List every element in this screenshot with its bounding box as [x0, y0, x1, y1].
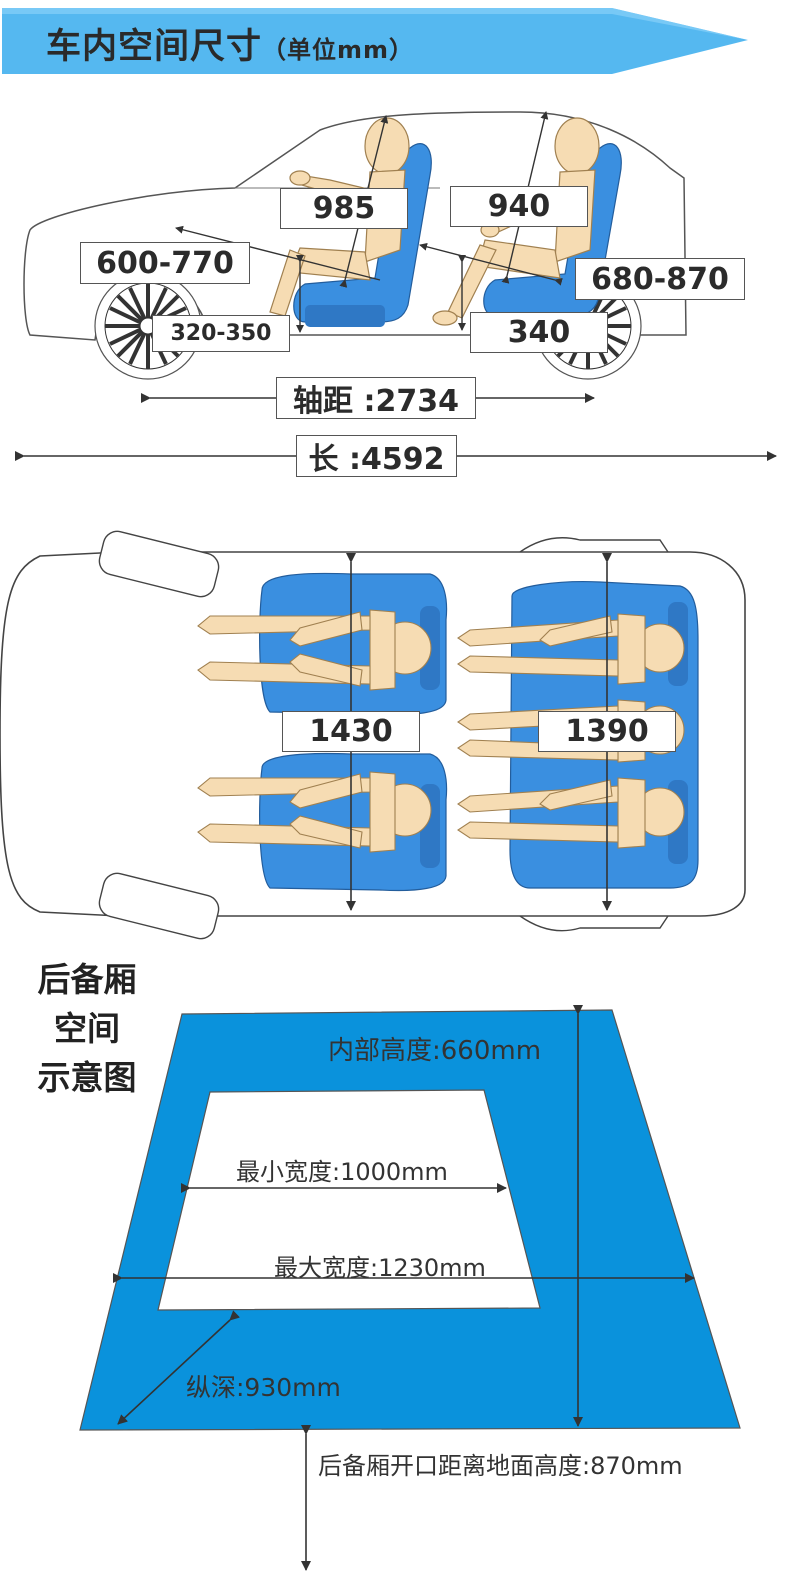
trunk-min-width-label: 最小宽度:1000mm — [236, 1158, 448, 1186]
trunk-inner-height-label: 内部高度:660mm — [328, 1036, 542, 1066]
title-main: 车内空间尺寸 — [46, 27, 263, 67]
trunk-title-line-2: 空间 — [54, 1009, 120, 1048]
length-label: 长 :4592 — [296, 435, 457, 477]
front-seat-height-label: 320-350 — [152, 315, 290, 352]
wheelbase-label: 轴距 :2734 — [276, 377, 476, 419]
side-dimension-lines — [15, 111, 777, 461]
mannequin-front-right — [197, 771, 432, 853]
title-banner — [2, 8, 748, 74]
rear-shoulder-width-label: 1390 — [538, 711, 676, 752]
mannequin-rear-left — [457, 613, 685, 685]
trunk-inner-opening — [157, 1089, 541, 1311]
trunk-section-title: 后备厢 空间 示意图 — [22, 955, 152, 1102]
rear-headroom-label: 940 — [450, 186, 588, 227]
trunk-depth-label: 纵深:930mm — [186, 1373, 341, 1402]
trunk-dimension-lines — [113, 1005, 695, 1571]
trunk-title-line-3: 示意图 — [37, 1058, 137, 1097]
rear-legroom-label: 680-870 — [575, 258, 745, 300]
front-shoulder-width-label: 1430 — [282, 711, 420, 752]
trunk-opening-height-label: 后备厢开口距离地面高度:870mm — [318, 1452, 683, 1480]
front-headroom-label: 985 — [280, 188, 408, 229]
mannequin-front-left — [197, 609, 432, 691]
title-unit: （单位mm） — [262, 36, 415, 64]
front-legroom-label: 600-770 — [80, 242, 250, 284]
page-title: 车内空间尺寸（单位mm） — [46, 18, 414, 69]
mannequin-rear-right — [457, 777, 685, 849]
trunk-max-width-label: 最大宽度:1230mm — [274, 1254, 486, 1282]
trunk-title-line-1: 后备厢 — [37, 960, 137, 999]
rear-seat-height-label: 340 — [470, 312, 608, 353]
